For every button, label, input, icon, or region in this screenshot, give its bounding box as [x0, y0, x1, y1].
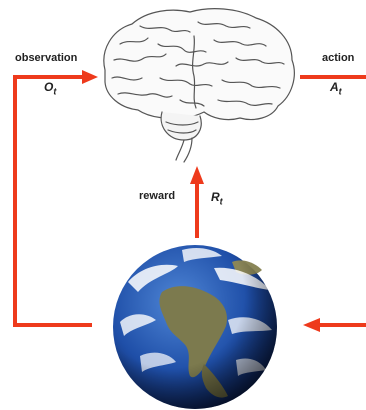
observation-symbol: Ot [44, 80, 56, 96]
brain-icon [103, 8, 295, 163]
observation-arrow [13, 70, 98, 327]
reward-symbol-letter: R [211, 190, 220, 204]
action-symbol-letter: A [330, 80, 339, 94]
reward-arrow [190, 166, 204, 238]
action-input-arrow [303, 318, 366, 332]
action-symbol-subscript: t [338, 86, 342, 97]
reward-symbol-subscript: t [219, 196, 223, 207]
reward-label: reward [139, 190, 176, 202]
reward-symbol: Rt [211, 190, 223, 206]
action-label: action [322, 52, 355, 64]
observation-symbol-subscript: t [53, 86, 57, 97]
earth-globe-icon [113, 245, 277, 409]
observation-label: observation [15, 52, 78, 64]
action-symbol: At [330, 80, 342, 96]
observation-symbol-letter: O [44, 80, 54, 94]
